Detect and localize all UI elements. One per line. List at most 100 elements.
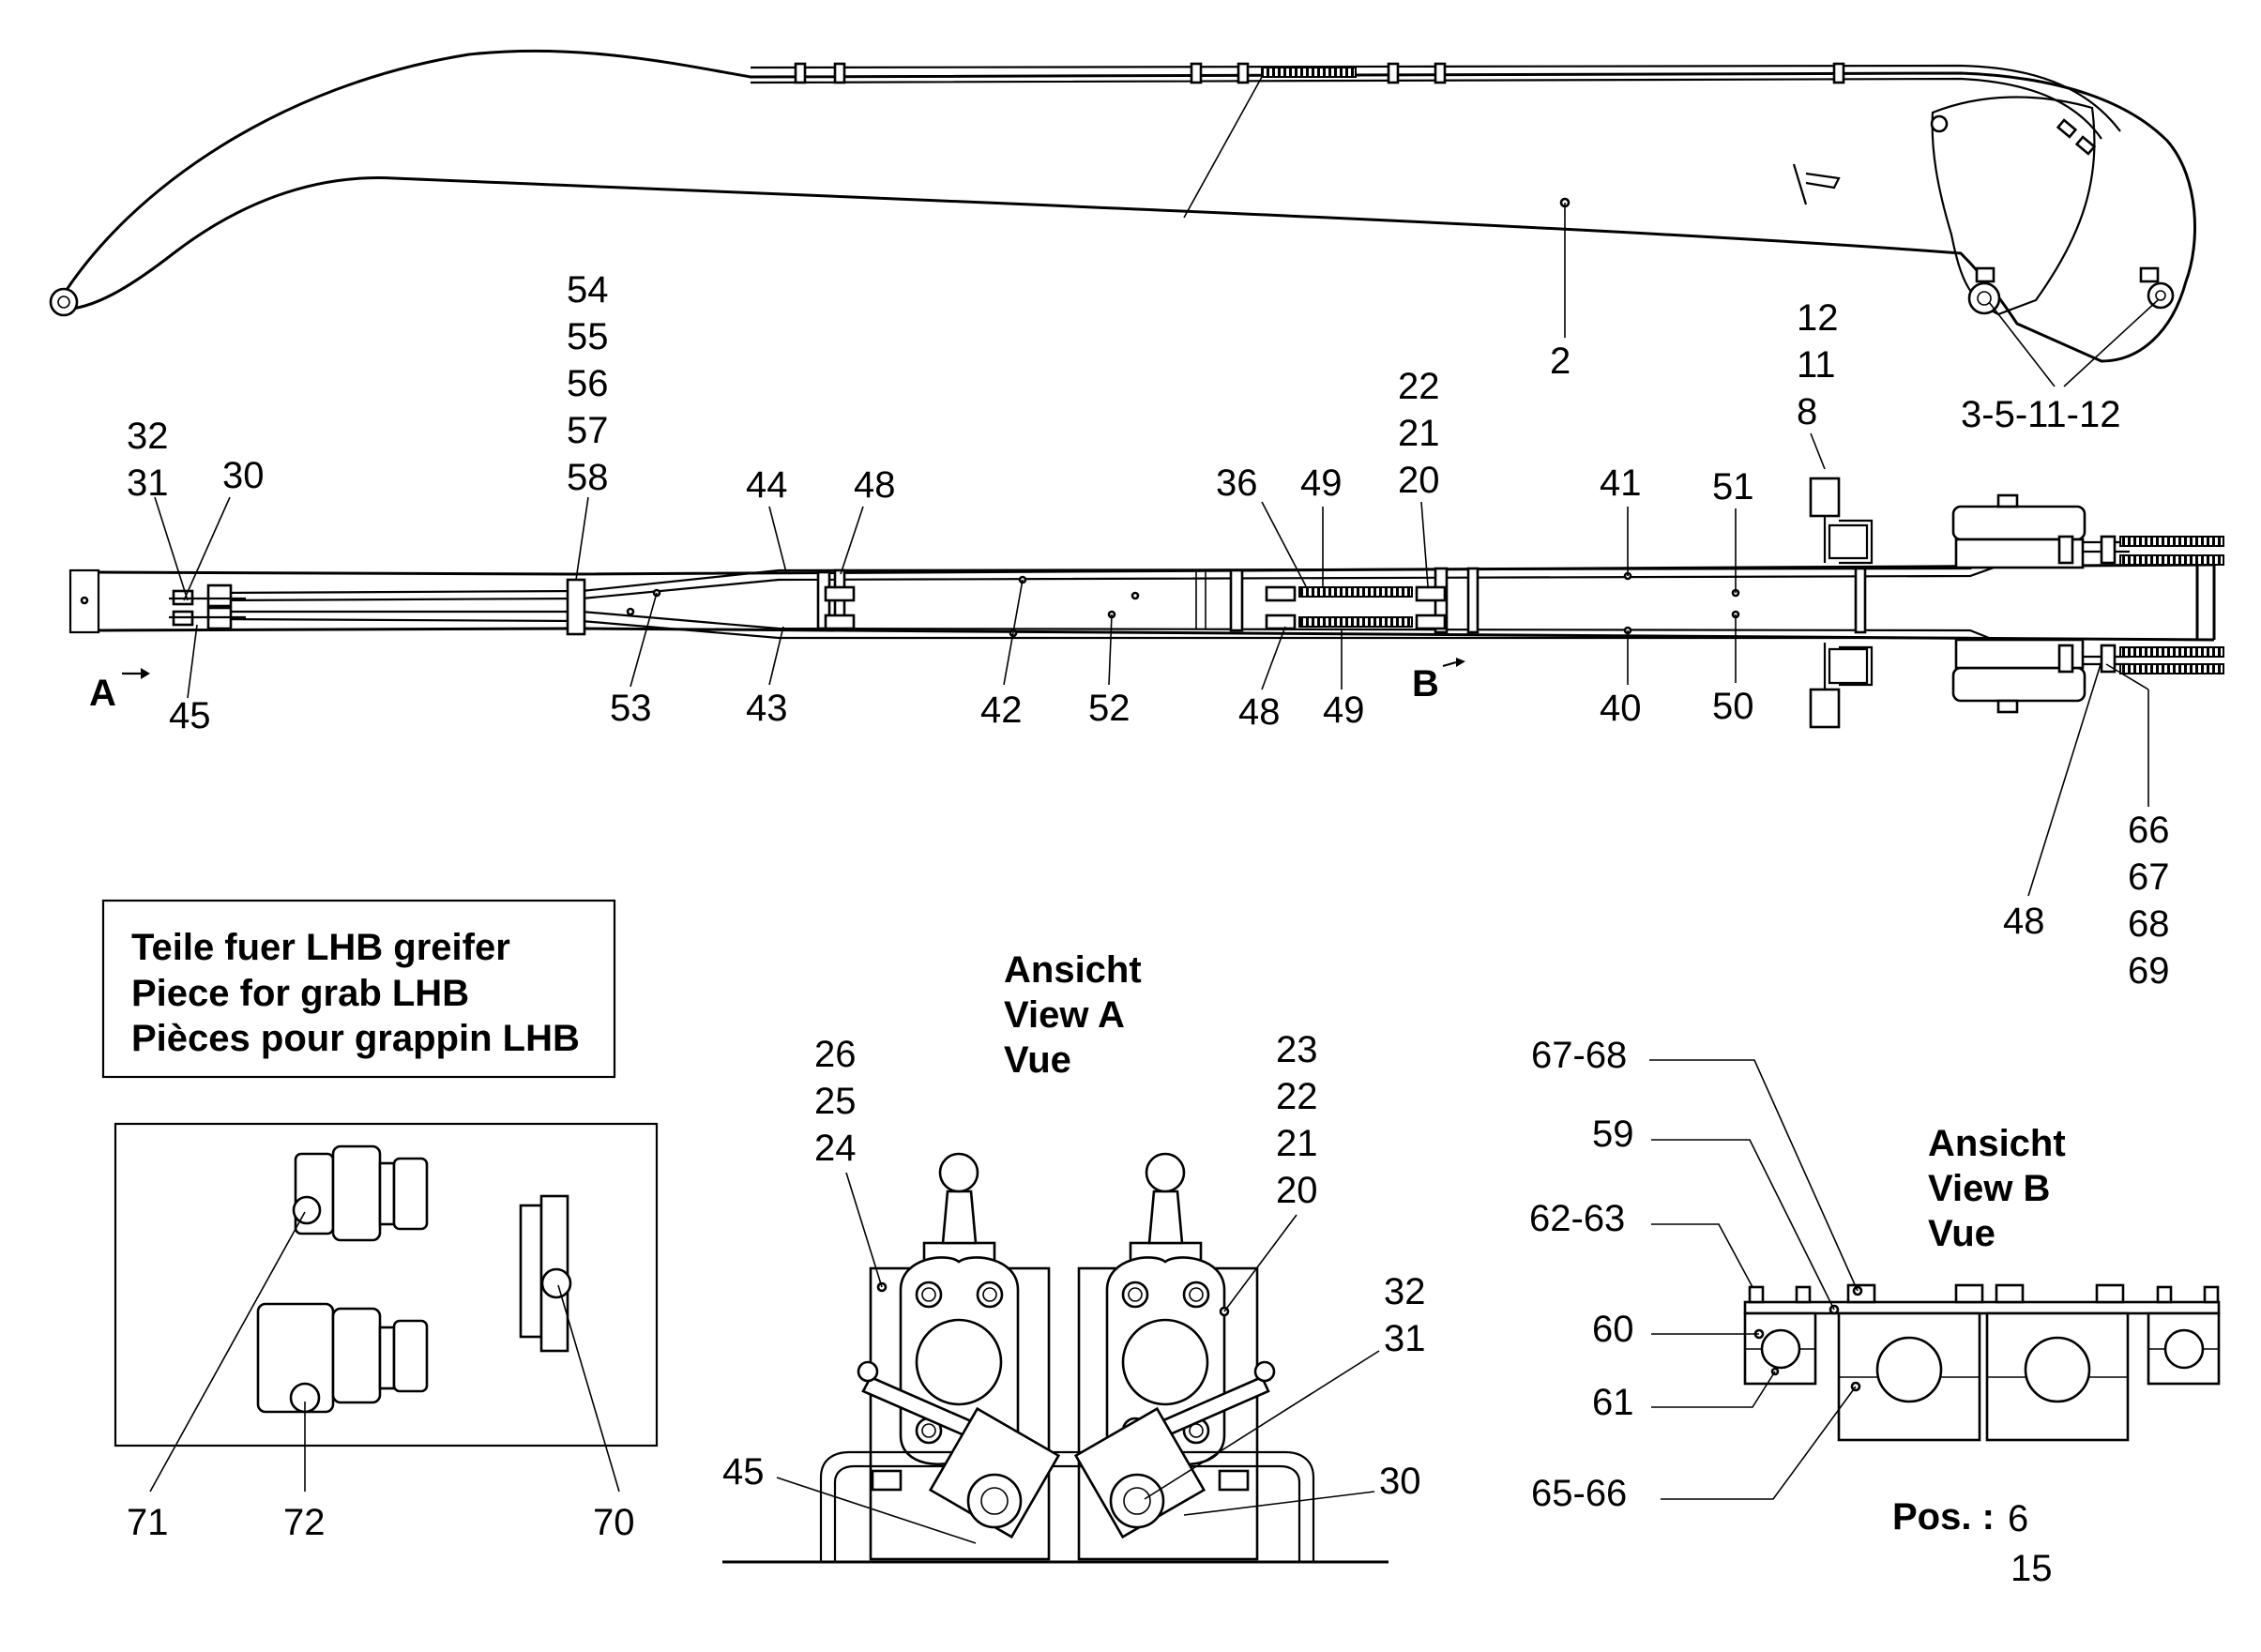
label-49-top: 49 [1300,462,1343,504]
label-43: 43 [746,688,788,729]
label-45-view-a: 45 [722,1451,765,1493]
label-55: 55 [567,316,609,357]
hose-line-lower-2 [215,617,2130,666]
label-20: 20 [1398,460,1440,501]
label-42: 42 [980,690,1023,731]
label-61: 61 [1592,1382,1634,1423]
label-57: 57 [567,410,609,451]
view-a-support-frame [819,1450,1315,1562]
side-clamp-bracket-top [1809,477,1874,565]
boom-head-cylinders [1951,493,2224,714]
label-20-view-a: 20 [1276,1170,1318,1211]
lhb-parts-title-box: Teile fuer LHB greifer Piece for grab LH… [101,899,616,1079]
lhb-parts-drawing: 71 72 70 [114,1122,659,1543]
label-49-bottom: 49 [1323,690,1365,731]
label-52: 52 [1088,688,1130,729]
label-62-63: 62-63 [1529,1198,1625,1239]
view-b-title-en: View B [1928,1168,2050,1209]
label-71: 71 [127,1502,169,1543]
label-21-view-a: 21 [1276,1123,1318,1164]
view-b-title-de: Ansicht [1928,1123,2066,1164]
view-arrow-b-head [1456,658,1465,667]
view-arrow-b [1442,660,1457,668]
foot-valves [169,584,246,630]
valve-block-left [869,1152,1051,1561]
boom-foot-end [68,568,100,634]
view-a-title-en: View A [1004,994,1125,1036]
boom-small-bracket [1792,163,1841,205]
boom-head-hose-clamp [2056,118,2097,156]
label-72: 72 [283,1502,326,1543]
side-clamp-bracket-bottom [1809,643,1874,729]
boom-outline [59,49,2197,363]
valve-lever-right [1073,1360,1276,1539]
hose-guard-upper [1298,586,1413,598]
label-48-top: 48 [854,464,896,506]
label-boom-head: 3-5-11-12 [1961,394,2120,435]
label-53: 53 [610,688,652,729]
label-group-12-11-8: 12 11 8 [1797,297,1839,470]
label-48-right: 48 [2003,901,2045,942]
label-22-view-a: 22 [1276,1076,1318,1117]
valve-lever-left [857,1360,1061,1539]
label-24: 24 [814,1128,857,1169]
boom-head-pin-right [2147,281,2175,310]
lhb-title-de: Teile fuer LHB greifer [131,927,510,968]
boom-foot-pin-inner [57,296,70,309]
lhb-title-frame [101,899,616,1079]
label-36: 36 [1216,462,1258,504]
lhb-title-fr: Pièces pour grappin LHB [131,1018,580,1059]
label-31-view-a: 31 [1384,1318,1426,1359]
pos-value-6: 6 [2008,1498,2028,1539]
label-60: 60 [1592,1309,1634,1350]
label-12: 12 [1797,297,1839,339]
label-67-68: 67-68 [1531,1035,1627,1076]
label-54: 54 [567,269,609,311]
view-b: Ansicht View B Vue [1529,1035,2221,1589]
label-69: 69 [2128,950,2170,992]
label-66: 66 [2128,810,2170,851]
boom-head-fitting-right [2139,266,2160,283]
label-41: 41 [1600,462,1642,504]
label-59: 59 [1592,1114,1634,1155]
label-58: 58 [567,457,609,498]
boom-head-fitting-left [1975,266,1995,283]
hose-guard-lower [1298,616,1413,628]
label-48-bottom: 48 [1238,691,1281,733]
label-32: 32 [127,416,169,457]
label-26: 26 [814,1034,857,1075]
hose-callout-dots [626,571,1740,638]
leader-71 [149,1211,306,1493]
view-b-clamp-assembly [1743,1283,2221,1442]
boom-top-hose [750,64,2121,132]
view-a-title-de: Ansicht [1004,949,1142,991]
boom-head-bolt [1930,114,1949,133]
label-30-view-a: 30 [1379,1461,1421,1502]
frame-nut-left [871,1469,903,1492]
boom-top-hose-2 [750,77,2102,140]
label-45: 45 [169,695,211,736]
hose-couplings [824,585,1447,630]
label-67: 67 [2128,856,2170,898]
view-arrow-a-head [141,668,150,679]
label-68: 68 [2128,903,2170,945]
leader-70 [557,1284,620,1493]
label-31: 31 [127,462,169,504]
fitting-72 [256,1302,429,1414]
view-a-title-fr: Vue [1004,1039,1071,1081]
hose-guard-top [1261,67,1357,78]
fitting-71 [292,1144,429,1242]
lhb-title-en: Piece for grab LHB [131,973,469,1014]
lhb-parts-frame [114,1122,659,1447]
boom-top-view: 2 3-5-11-12 [49,49,2197,435]
leader-boom-head-right [2063,299,2159,387]
label-56: 56 [567,363,609,404]
boom-side-view [68,477,2224,729]
side-view-callouts: 32 31 30 45 54 55 56 57 58 44 48 53 43 4… [89,269,2170,992]
label-50: 50 [1712,686,1754,727]
label-70: 70 [593,1502,635,1543]
label-boom: 2 [1550,341,1571,382]
leader-boom-head-left [1988,301,2056,387]
label-51: 51 [1712,466,1754,508]
